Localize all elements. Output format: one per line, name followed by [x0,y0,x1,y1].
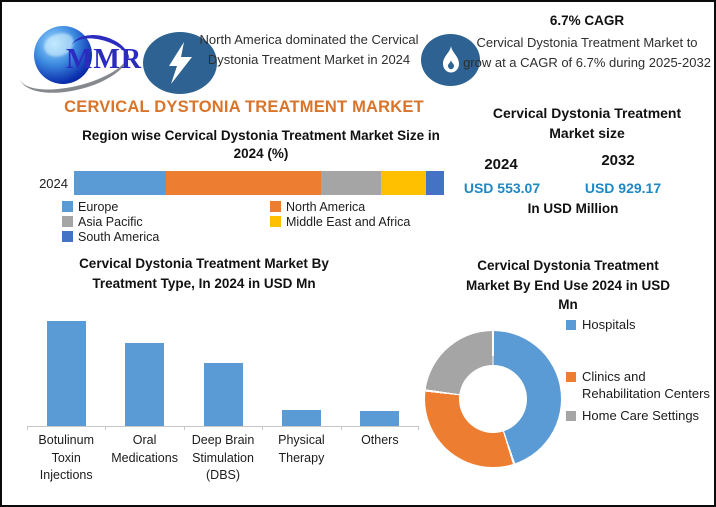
legend-item-hospitals: Hospitals [566,316,714,334]
cagr-text: Cervical Dystonia Treatment Market to gr… [463,35,711,70]
bar-category-label: Others [361,433,399,447]
market-size-value-2024: USD 553.07 [463,180,541,196]
bar-category-label: Deep Brain Stimulation (DBS) [191,433,255,482]
legend-swatch-icon [566,410,576,421]
market-size-unit-note: In USD Million [527,201,619,216]
treatment-bar-labels: Botulinum Toxin Injections Oral Medicatio… [27,432,419,485]
region-chart-title: Region wise Cervical Dystonia Treatment … [82,128,440,161]
axis-tick [340,426,342,430]
stacked-segment-europe [74,171,166,195]
legend-swatch-icon [62,216,73,227]
bar-slot-others [341,411,419,426]
legend-label: Clinics and Rehabilitation Centers [582,368,710,402]
legend-swatch-icon [62,231,73,242]
stacked-segment-asia-pacific [320,171,381,195]
treatment-chart-title: Cervical Dystonia Treatment Market By Tr… [79,256,329,291]
bar-category-label: Oral Medications [111,433,178,465]
axis-tick [105,426,107,430]
globe-icon [34,26,92,84]
logo-text: MMR [66,44,143,75]
page-title: CERVICAL DYSTONIA TREATMENT MARKET [64,98,424,116]
region-chart-category-label: 2024 [39,176,68,191]
axis-tick [27,426,28,430]
legend-item-europe: Europe [62,199,270,214]
mmr-logo: MMR [13,10,143,103]
treatment-bar-plot [27,314,419,430]
enduse-chart-title: Cervical Dystonia Treatment Market By En… [465,258,671,313]
bar-category-label: Physical Therapy [278,433,325,465]
legend-swatch-icon [566,371,576,382]
market-size-value-2032: USD 929.17 [584,180,662,196]
legend-label: South America [78,229,160,244]
legend-swatch-icon [270,216,281,227]
bar-others [360,411,400,426]
legend-item-south-america: South America [62,229,270,244]
flame-badge [421,34,480,86]
bar-oral-medications [125,343,165,426]
legend-label: North America [286,199,366,214]
lightning-icon [169,42,192,84]
cagr-title: 6.7% CAGR [549,13,625,28]
bar-slot-oral-medications [105,343,183,426]
legend-item-home-care-settings: Home Care Settings [566,407,714,425]
bar-deep-brain-stimulation-dbs [203,363,243,426]
legend-label: Home Care Settings [582,407,700,423]
enduse-donut-chart [425,331,561,467]
legend-item-north-america: North America [270,199,410,214]
market-size-year-2032: 2032 [601,152,635,169]
legend-label: Middle East and Africa [286,214,411,229]
bar-botulinum-toxin-injections [46,321,86,426]
legend-item-asia-pacific: Asia Pacific [62,214,270,229]
bar-slot-deep-brain-stimulation-dbs [184,363,262,426]
legend-item-middle-east-and-africa: Middle East and Africa [270,214,410,229]
legend-label: Asia Pacific [78,214,143,229]
bar-slot-physical-therapy [262,410,340,426]
axis-tick [418,426,419,430]
market-size-title: Cervical Dystonia Treatment Market size [492,105,682,141]
flame-icon [442,46,459,73]
stacked-segment-north-america [165,171,321,195]
header-highlight-text: North America dominated the Cervical Dys… [199,32,419,68]
region-stacked-bar [74,171,444,195]
stacked-segment-south-america [425,171,444,195]
axis-tick [183,426,185,430]
legend-item-clinics-and-rehabilitation-centers: Clinics and Rehabilitation Centers [566,368,714,403]
legend-swatch-icon [566,320,576,330]
legend-swatch-icon [270,201,281,212]
market-size-year-2024: 2024 [484,156,518,173]
legend-swatch-icon [62,201,73,212]
legend-label: Hospitals [582,317,636,332]
stacked-segment-middle-east-and-africa [380,171,426,195]
cagr-panel: 6.7% CAGR Cervical Dystonia Treatment Ma… [462,13,712,72]
axis-tick [262,426,264,430]
bar-physical-therapy [281,410,321,426]
legend-label: Europe [78,199,119,214]
lightning-badge [143,32,217,94]
bar-slot-botulinum-toxin-injections [27,321,105,426]
donut-hole [459,365,527,433]
bar-category-label: Botulinum Toxin Injections [38,433,94,482]
